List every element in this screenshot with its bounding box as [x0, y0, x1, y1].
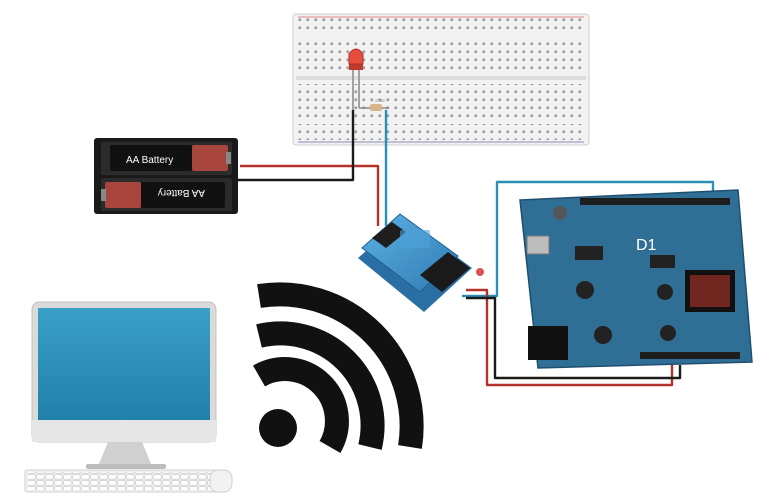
resistor: 220Ω [359, 98, 389, 111]
wemos-d1-board: D1 [519, 189, 753, 369]
computer-monitor-icon [24, 301, 233, 493]
wifi-icon [253, 282, 424, 453]
relay-module [358, 213, 484, 312]
wires [237, 110, 715, 387]
led [348, 48, 364, 112]
breadboard [292, 13, 590, 146]
board-label: D1 [636, 237, 657, 254]
battery-cell-bottom-label: AA Battery [158, 187, 205, 198]
battery-cell-top-label: AA Battery [126, 155, 173, 166]
battery-pack: AA Battery AA Battery [94, 138, 238, 214]
resistor-label: 220Ω [375, 98, 385, 103]
